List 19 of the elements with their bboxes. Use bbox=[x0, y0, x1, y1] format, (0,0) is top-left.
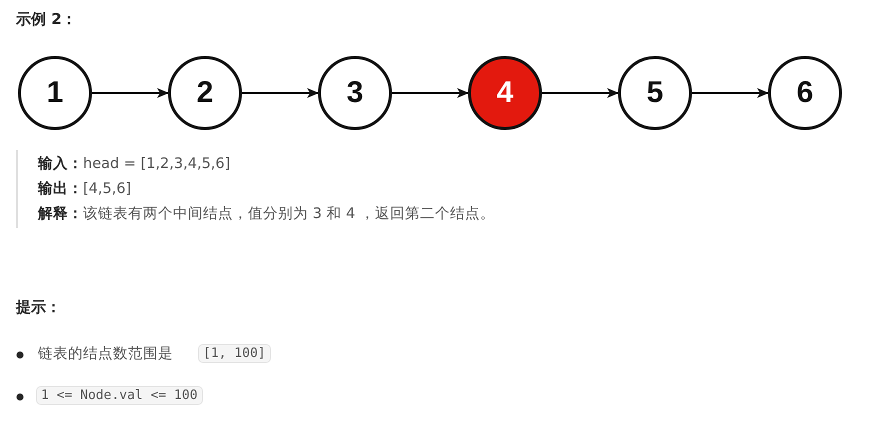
explanation-text: 解释：该链表有两个中间结点，值分别为 3 和 4 ，返回第二个结点。 bbox=[38, 204, 495, 223]
list-item-text: 链表的结点数范围是 bbox=[38, 345, 173, 363]
list-node-circle: 4 bbox=[468, 56, 542, 130]
arrow bbox=[92, 88, 169, 98]
section-heading: 提示： bbox=[16, 298, 61, 317]
list-node-circle: 5 bbox=[618, 56, 692, 130]
input-text: 输入：head = [1,2,3,4,5,6] bbox=[38, 154, 230, 173]
output-text: 输出：[4,5,6] bbox=[38, 180, 132, 198]
list-node-circle: 2 bbox=[168, 56, 242, 130]
list-node-circle: 3 bbox=[318, 56, 392, 130]
code-span: [1, 100] bbox=[198, 344, 271, 363]
list-node-circle: 1 bbox=[18, 56, 92, 130]
arrow bbox=[692, 88, 769, 98]
arrow bbox=[242, 88, 319, 98]
list-node-circle: 6 bbox=[768, 56, 842, 130]
arrow bbox=[542, 88, 619, 98]
code-span: 1 <= Node.val <= 100 bbox=[36, 386, 203, 405]
arrow bbox=[392, 88, 469, 98]
example-heading: 示例 2： bbox=[16, 10, 77, 29]
